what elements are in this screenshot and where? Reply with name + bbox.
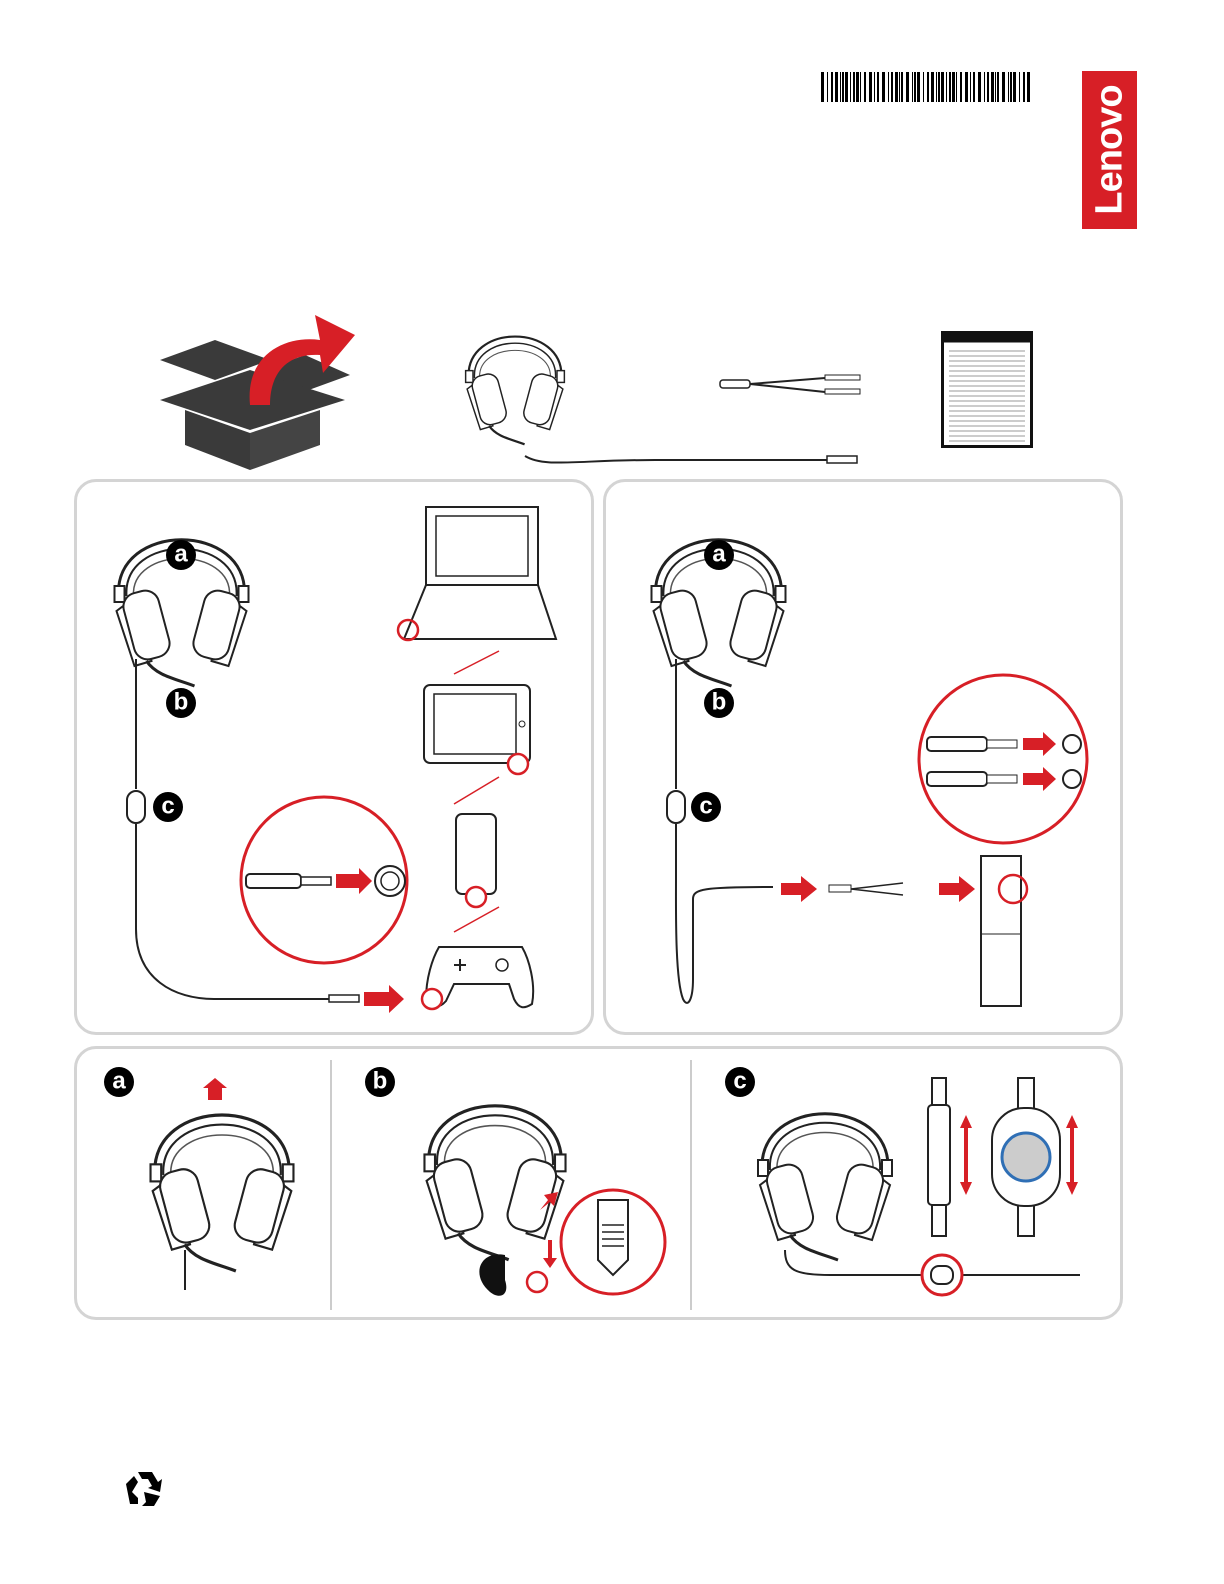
svg-text:c: c [699,793,712,820]
svg-text:b: b [712,689,727,716]
box-open-icon [160,315,355,470]
svg-text:a: a [712,541,726,568]
step-label-a: a [166,540,196,570]
tablet-icon [423,684,531,776]
arrow-icon [364,985,404,1013]
svg-text:c: c [733,1068,746,1095]
step-label-c: c [153,792,183,822]
recycle-icon [126,1472,162,1506]
y-splitter-cable-icon [719,374,861,395]
step-label-b: b [166,688,196,718]
panel-dual-jack-connection [603,479,1123,1035]
inline-control-diagram: c [725,1067,1080,1297]
phone-icon [455,813,497,909]
svg-text:a: a [112,1068,126,1095]
adjust-headband-diagram: a [104,1067,296,1290]
manual-icon [941,331,1033,448]
mic-position-diagram: b [365,1067,667,1296]
barcode-icon [821,72,1030,102]
svg-text:b: b [373,1068,388,1095]
panel-single-jack-connection [74,479,594,1035]
divider [330,1060,332,1310]
lenovo-logo: Lenovo [1082,71,1137,229]
svg-text:b: b [174,689,189,716]
dual-jack-diagram: a b c [649,538,1089,1007]
gamepad-icon [420,946,535,1011]
svg-text:c: c [161,793,174,820]
logo-text: Lenovo [1088,85,1130,215]
svg-text:a: a [174,541,188,568]
inline-control-icon [126,790,146,824]
laptop-icon [396,506,558,642]
panel-adjust-and-controls [74,1046,1123,1320]
single-jack-diagram: a b c [112,506,558,1013]
desktop-tower-icon [980,855,1029,1007]
speaking-face-icon [479,1254,507,1296]
headset-icon [464,335,858,464]
divider [690,1060,692,1310]
